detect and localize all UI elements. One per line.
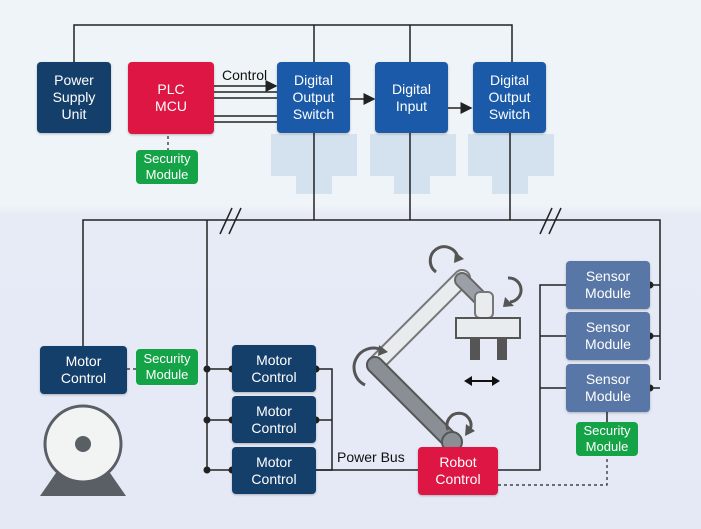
sensor-module-3: Sensor Module	[566, 364, 650, 412]
robot-control-block: Robot Control	[418, 447, 498, 495]
motor-icon	[40, 404, 126, 496]
power-bus-label: Power Bus	[337, 449, 405, 465]
motor-control-1: Motor Control	[232, 345, 316, 392]
motor-control-2: Motor Control	[232, 396, 316, 443]
digital-input-block: Digital Input	[375, 62, 448, 133]
input-shadow-stem	[394, 174, 430, 194]
security-module-top: Security Module	[136, 150, 198, 184]
rotation-arrow-icon	[352, 245, 523, 431]
robot-arm-icon	[366, 269, 494, 453]
motor-control-left: Motor Control	[40, 346, 127, 394]
plc-mcu-block: PLC MCU	[128, 62, 214, 134]
dos2-shadow	[468, 134, 554, 176]
control-label: Control	[222, 67, 268, 83]
power-supply-unit-block: Power Supply Unit	[37, 62, 111, 133]
digital-output-switch-2: Digital Output Switch	[473, 62, 546, 133]
security-module-left: Security Module	[136, 349, 198, 385]
digital-output-switch-1: Digital Output Switch	[277, 62, 350, 133]
double-arrow-icon	[464, 376, 500, 386]
motor-control-3: Motor Control	[232, 447, 316, 494]
sensor-module-1: Sensor Module	[566, 261, 650, 309]
sensor-module-2: Sensor Module	[566, 312, 650, 360]
gripper-icon	[455, 317, 521, 360]
security-module-right: Security Module	[576, 422, 638, 456]
input-shadow	[370, 134, 456, 176]
